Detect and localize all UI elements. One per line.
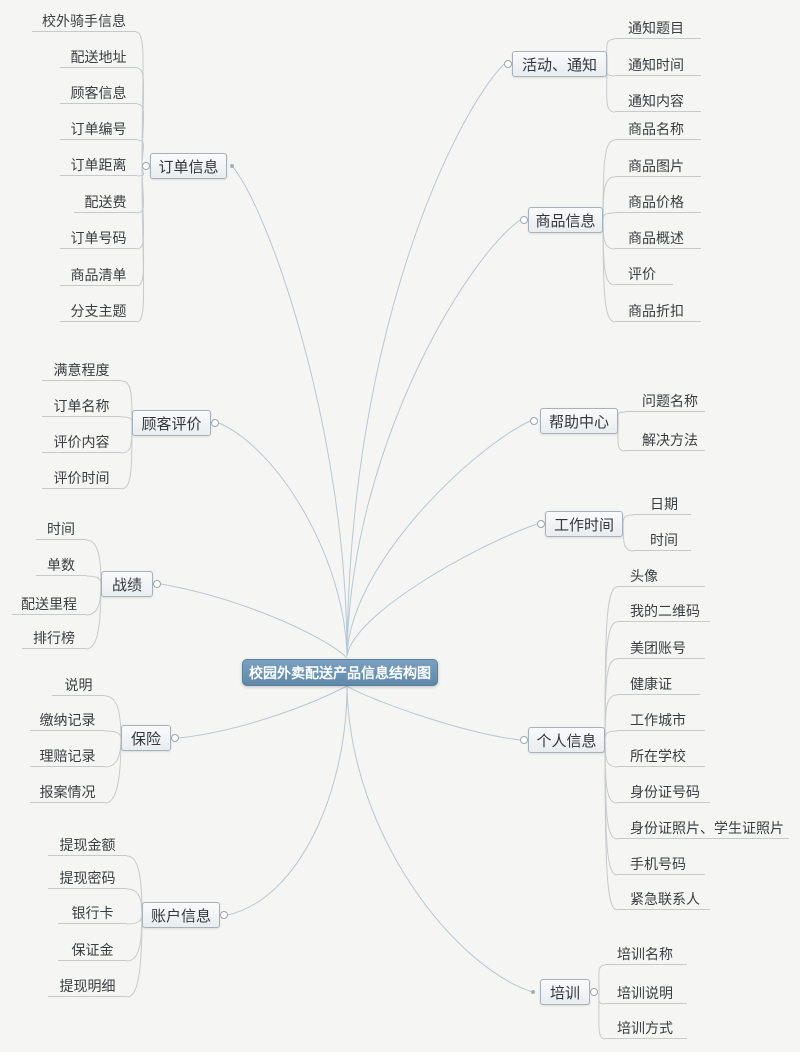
collapse-handle[interactable] (142, 162, 150, 170)
leaf-topic[interactable]: 校外骑手信息 (32, 11, 136, 32)
leaf-topic[interactable]: 订单名称 (42, 396, 121, 417)
leaf-topic[interactable]: 配送地址 (60, 47, 137, 68)
collapse-handle[interactable] (520, 736, 528, 744)
leaf-topic[interactable]: 工作城市 (617, 710, 705, 731)
branch-product-info[interactable]: 商品信息 (528, 207, 603, 233)
leaf-topic[interactable]: 头像 (617, 566, 705, 587)
leaf-topic[interactable]: 提现明细 (48, 976, 127, 997)
collapse-handle[interactable] (537, 520, 545, 528)
leaf-topic[interactable]: 单数 (36, 555, 86, 576)
leaf-topic[interactable]: 时间 (36, 519, 86, 540)
leaf-topic[interactable]: 商品价格 (615, 192, 701, 213)
leaf-topic[interactable]: 排行榜 (22, 628, 86, 649)
leaf-topic[interactable]: 银行卡 (58, 903, 127, 924)
leaf-topic[interactable]: 满意程度 (42, 360, 121, 381)
collapse-handle[interactable] (504, 60, 512, 68)
leaf-topic[interactable]: 配送费 (74, 192, 137, 213)
leaf-topic[interactable]: 解决方法 (625, 430, 705, 451)
leaf-topic[interactable]: 配送里程 (12, 594, 86, 615)
leaf-topic[interactable]: 提现密码 (48, 868, 127, 889)
collapse-handle[interactable] (530, 417, 538, 425)
collapse-handle[interactable] (211, 419, 219, 427)
leaf-topic[interactable]: 问题名称 (625, 391, 705, 412)
leaf-topic[interactable]: 评价 (615, 264, 673, 285)
branch-personal-info[interactable]: 个人信息 (528, 727, 605, 753)
leaf-topic[interactable]: 紧急联系人 (617, 889, 710, 910)
leaf-topic[interactable]: 评价内容 (42, 432, 121, 453)
leaf-topic[interactable]: 身份证号码 (617, 782, 710, 803)
leaf-topic[interactable]: 美团账号 (617, 638, 705, 659)
leaf-topic[interactable]: 我的二维码 (617, 601, 710, 622)
leaf-topic[interactable]: 商品图片 (615, 156, 701, 177)
collapse-handle[interactable] (220, 911, 228, 919)
leaf-topic[interactable]: 提现金额 (48, 835, 127, 856)
branch-working-hours[interactable]: 工作时间 (545, 511, 623, 537)
connection-dot (230, 164, 234, 168)
leaf-topic[interactable]: 分支主题 (60, 301, 137, 322)
branch-help-center[interactable]: 帮助中心 (540, 408, 618, 434)
leaf-topic[interactable]: 顾客信息 (60, 83, 137, 104)
collapse-handle[interactable] (590, 988, 598, 996)
collapse-handle[interactable] (520, 216, 528, 224)
leaf-topic[interactable]: 订单号码 (60, 228, 137, 249)
leaf-topic[interactable]: 理赔记录 (30, 746, 105, 767)
leaf-topic[interactable]: 保证金 (58, 940, 127, 961)
branch-insurance[interactable]: 保险 (121, 725, 171, 751)
leaf-topic[interactable]: 培训方式 (605, 1018, 687, 1039)
leaf-topic[interactable]: 培训名称 (605, 944, 687, 965)
leaf-topic[interactable]: 手机号码 (617, 854, 705, 875)
branch-achievements[interactable]: 战绩 (101, 571, 153, 597)
leaf-topic[interactable]: 时间 (633, 530, 691, 551)
leaf-topic[interactable]: 评价时间 (42, 468, 121, 489)
leaf-topic[interactable]: 商品清单 (60, 265, 137, 286)
leaf-topic[interactable]: 报案情况 (30, 782, 105, 803)
leaf-topic[interactable]: 所在学校 (617, 746, 705, 767)
leaf-topic[interactable]: 订单距离 (60, 155, 137, 176)
leaf-topic[interactable]: 通知时间 (615, 55, 701, 76)
leaf-topic[interactable]: 日期 (633, 494, 691, 515)
leaf-topic[interactable]: 订单编号 (60, 119, 137, 140)
branch-order-info[interactable]: 订单信息 (150, 153, 227, 179)
root-topic[interactable]: 校园外卖配送产品信息结构图 (242, 659, 438, 686)
collapse-handle[interactable] (153, 580, 161, 588)
branch-account-info[interactable]: 账户信息 (142, 902, 220, 928)
leaf-topic[interactable]: 培训说明 (605, 983, 687, 1004)
leaf-topic[interactable]: 商品名称 (615, 119, 701, 140)
connection-dot (531, 990, 535, 994)
branch-activity-notice[interactable]: 活动、通知 (512, 51, 607, 77)
leaf-topic[interactable]: 商品折扣 (615, 301, 701, 322)
leaf-topic[interactable]: 通知内容 (615, 91, 701, 112)
branch-customer-review[interactable]: 顾客评价 (132, 410, 211, 436)
leaf-topic[interactable]: 通知题目 (615, 18, 701, 39)
leaf-topic[interactable]: 说明 (52, 675, 105, 696)
leaf-topic[interactable]: 缴纳记录 (30, 710, 105, 731)
leaf-topic[interactable]: 商品概述 (615, 228, 701, 249)
leaf-topic[interactable]: 身份证照片、学生证照片 (617, 818, 789, 839)
branch-training[interactable]: 培训 (540, 979, 590, 1005)
leaf-topic[interactable]: 健康证 (617, 674, 700, 695)
collapse-handle[interactable] (171, 734, 179, 742)
